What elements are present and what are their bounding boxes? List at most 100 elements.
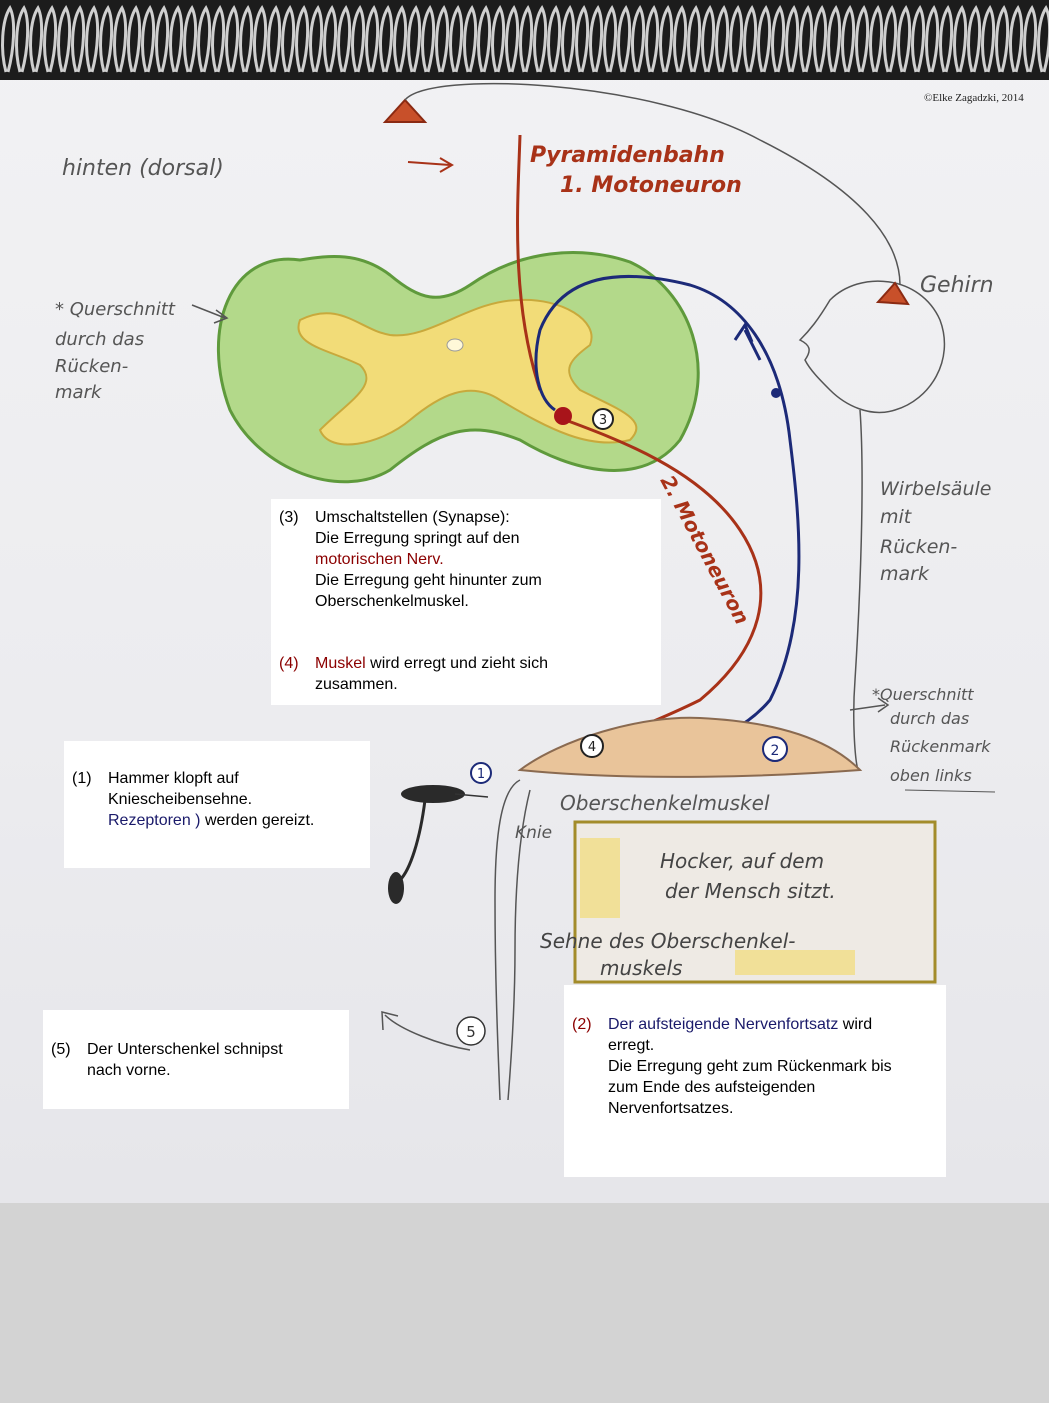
step-1-row: (1) Hammer klopft auf [72, 768, 362, 789]
step-4-text: Muskel wird erregt und zieht sich [315, 655, 548, 672]
step-2-number: (2) [572, 1016, 592, 1033]
step-2-textbox: (2) Der aufsteigende Nervenfortsatz wird… [564, 985, 946, 1177]
binding-ring [799, 5, 814, 73]
step-4-line: zusammen. [315, 676, 398, 693]
step-3-line: Die Erregung geht hinunter zum [315, 572, 542, 589]
binding-ring [715, 5, 730, 73]
binding-ring [365, 5, 380, 73]
receptor-dot-icon [771, 388, 781, 398]
binding-ring [1023, 5, 1038, 73]
binding-ring [155, 5, 170, 73]
svg-text:muskels: muskels [600, 956, 682, 980]
svg-text:Rücken-: Rücken- [55, 356, 128, 377]
binding-ring [57, 5, 72, 73]
label-sehne: Sehne des Oberschenkel- muskels [540, 929, 796, 980]
label-querschnitt-left: * Querschnitt durch das Rücken- mark [55, 299, 176, 403]
central-canal [446, 338, 464, 352]
binding-ring [1009, 5, 1024, 73]
binding-ring [435, 5, 450, 73]
binding-ring [869, 5, 884, 73]
binding-ring [967, 5, 982, 73]
pyramidal-tract-nerve [516, 134, 542, 391]
binding-ring [463, 5, 478, 73]
binding-ring [813, 5, 828, 73]
binding-ring [477, 5, 492, 73]
binding-ring [127, 5, 142, 73]
step-2-line: erregt. [608, 1037, 655, 1054]
step-2-row: (2) Der aufsteigende Nervenfortsatz wird [572, 1014, 938, 1035]
binding-ring [491, 5, 506, 73]
spine-outline [853, 409, 863, 771]
binding-ring [141, 5, 156, 73]
binding-ring [197, 5, 212, 73]
step-3-line: Oberschenkelmuskel. [315, 593, 469, 610]
step-1-number: (1) [72, 770, 92, 787]
svg-text:*Querschnitt: *Querschnitt [872, 685, 974, 704]
label-motoneuron-1: 1. Motoneuron [560, 173, 742, 198]
upper-motoneuron-cell-icon [382, 98, 428, 123]
binding-ring [953, 5, 968, 73]
binding-ring [771, 5, 786, 73]
binding-ring [785, 5, 800, 73]
lower-motoneuron-nerve [559, 416, 763, 742]
step-3-title: Umschaltstellen (Synapse): [315, 509, 510, 526]
step-5-row: (5) Der Unterschenkel schnipst [51, 1039, 341, 1060]
svg-text:Sehne des Oberschenkel-: Sehne des Oberschenkel- [540, 929, 796, 953]
binding-ring [911, 5, 926, 73]
svg-text:1: 1 [477, 767, 485, 782]
binding-ring [897, 5, 912, 73]
step-4-number: (4) [279, 655, 299, 672]
binding-ring [225, 5, 240, 73]
step-3-highlight: motorischen Nerv. [315, 551, 444, 568]
step-4-row: (4) Muskel wird erregt und zieht sich [279, 653, 653, 674]
step-3-4-textbox: (3) Umschaltstellen (Synapse): Die Erreg… [271, 499, 661, 705]
binding-ring [421, 5, 436, 73]
binding-ring [659, 5, 674, 73]
svg-text:Wirbelsäule: Wirbelsäule [880, 478, 991, 500]
leg-marker-5 [456, 1016, 486, 1046]
step-2-line: Die Erregung geht zum Rückenmark bis [608, 1058, 892, 1075]
lower-leg-outline [494, 779, 531, 1101]
label-dorsal: hinten (dorsal) [62, 156, 224, 181]
binding-ring [827, 5, 842, 73]
binding-ring [29, 5, 44, 73]
svg-text:Rücken-: Rücken- [880, 536, 957, 558]
leg-swing-arrow [384, 1014, 471, 1051]
step-3-number: (3) [279, 509, 299, 526]
binding-ring [211, 5, 226, 73]
binding-ring [71, 5, 86, 73]
label-pyramidenbahn: Pyramidenbahn [530, 143, 725, 168]
binding-ring [281, 5, 296, 73]
reflex-hammer-icon [388, 785, 489, 904]
binding-ring [169, 5, 184, 73]
binding-ring [85, 5, 100, 73]
binding-ring [43, 5, 58, 73]
svg-text:2: 2 [771, 743, 780, 759]
svg-text:4: 4 [588, 740, 596, 755]
motoneuron-cell-body-icon [554, 407, 572, 425]
step-1-line: Kniescheibensehne. [108, 791, 253, 808]
binding-ring [743, 5, 758, 73]
binding-ring [701, 5, 716, 73]
tendon-marker-1 [470, 762, 492, 784]
binding-ring [449, 5, 464, 73]
binding-ring [617, 5, 632, 73]
copyright-note: ©Elke Zagadzki, 2014 [924, 92, 1024, 104]
brain-cell-icon [875, 281, 910, 306]
binding-ring [883, 5, 898, 73]
label-querschnitt-right: *Querschnitt durch das Rückenmark oben l… [872, 685, 991, 785]
signal-direction-arrow-icon [743, 329, 762, 361]
spiral-binding [0, 0, 1049, 80]
step-3-body: Die Erregung springt auf den motorischen… [279, 528, 653, 612]
binding-ring [939, 5, 954, 73]
binding-ring [323, 5, 338, 73]
thigh-muscle [517, 716, 863, 778]
step-3-row: (3) Umschaltstellen (Synapse): [279, 507, 653, 528]
nerve-marker-2 [762, 736, 788, 762]
step-5-number: (5) [51, 1041, 71, 1058]
binding-ring [925, 5, 940, 73]
step-5-line: nach vorne. [87, 1062, 171, 1079]
step-2-text: Der aufsteigende Nervenfortsatz wird [608, 1016, 873, 1033]
notebook-page: 3 4 2 1 5 [0, 0, 1049, 1203]
binding-ring [561, 5, 576, 73]
